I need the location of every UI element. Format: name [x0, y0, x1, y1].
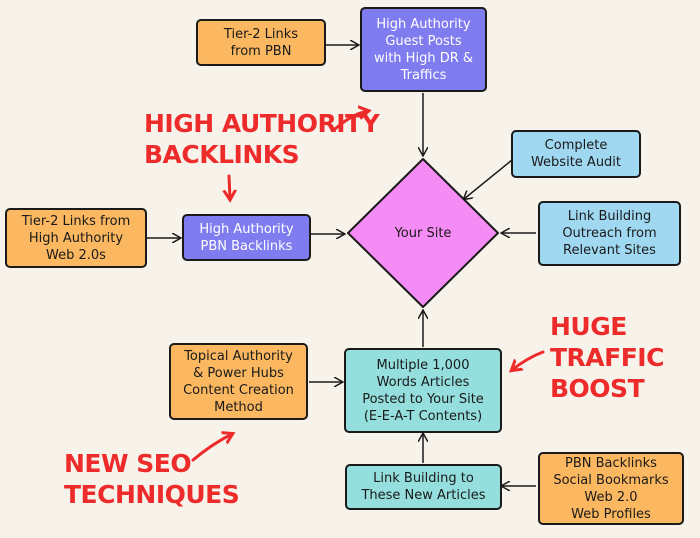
tier2-pbn-box: Tier-2 Links from PBN	[196, 19, 326, 66]
tier2-web20-box: Tier-2 Links from High Authority Web 2.0…	[5, 208, 147, 268]
red-arrow-high-authority	[333, 111, 368, 131]
annotation-huge-traffic-boost: HUGE TRAFFIC BOOST	[550, 312, 664, 403]
annotation-high-authority-backlinks: HIGH AUTHORITY BACKLINKS	[144, 109, 380, 169]
red-arrow-backlinks-down	[229, 174, 230, 199]
pbn-backlinks-box: High Authority PBN Backlinks	[182, 214, 311, 261]
red-arrow-new-seo	[191, 434, 232, 462]
guest-posts-box: High Authority Guest Posts with High DR …	[360, 7, 487, 92]
website-audit-box: Complete Website Audit	[511, 130, 641, 178]
outreach-box: Link Building Outreach from Relevant Sit…	[538, 201, 681, 266]
topical-authority-box: Topical Authority & Power Hubs Content C…	[169, 343, 308, 420]
pbn-social-box: PBN Backlinks Social Bookmarks Web 2.0 W…	[538, 452, 684, 525]
articles-box: Multiple 1,000 Words Articles Posted to …	[344, 348, 502, 433]
red-arrow-traffic-boost	[512, 350, 545, 370]
link-building-new-box: Link Building to These New Articles	[345, 464, 502, 510]
your-site-diamond: Your Site	[346, 157, 500, 309]
your-site-label: Your Site	[394, 225, 452, 241]
arrow-audit-to-site	[464, 159, 513, 199]
annotation-new-seo-techniques: NEW SEO TECHNIQUES	[64, 449, 240, 509]
